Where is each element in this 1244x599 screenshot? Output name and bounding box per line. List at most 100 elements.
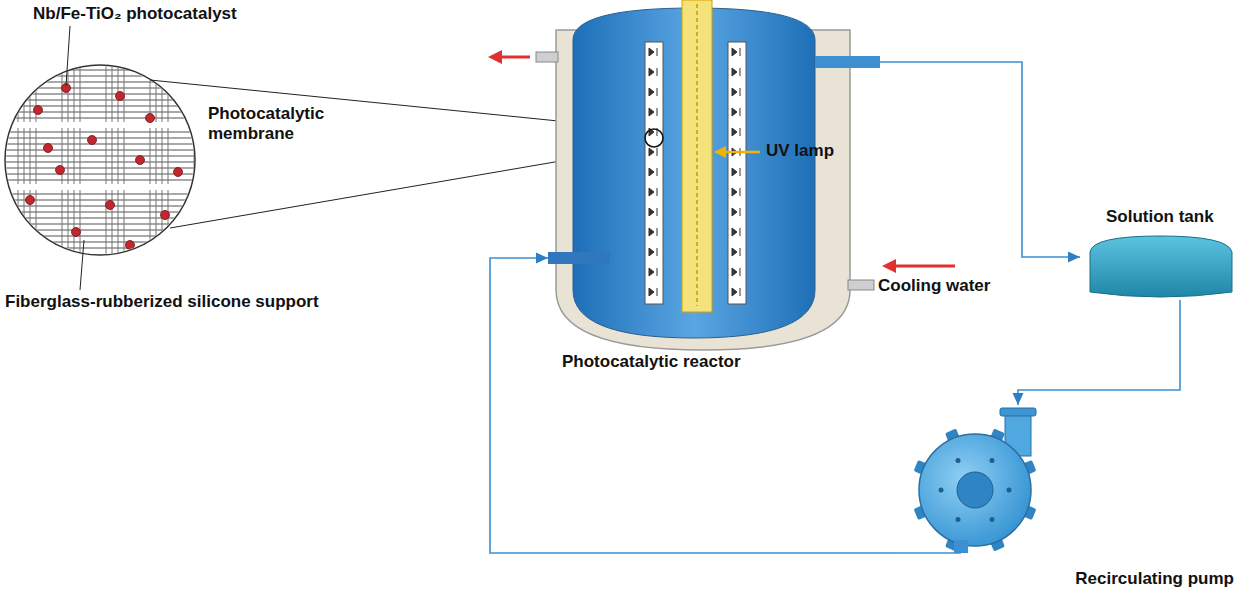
lamp-filament bbox=[696, 4, 697, 306]
fiber-line bbox=[200, 66, 201, 122]
flow-line bbox=[490, 258, 900, 553]
membrane-strip bbox=[728, 42, 746, 304]
fiber-line bbox=[0, 93, 200, 94]
flow-line bbox=[1018, 300, 1180, 405]
part-label: Photocatalytic membrane bbox=[208, 104, 336, 145]
fiber-line bbox=[0, 223, 200, 224]
pump-dot bbox=[990, 458, 995, 463]
fiber-line bbox=[18, 190, 19, 254]
catalyst-particle bbox=[136, 156, 145, 165]
part-label: UV lamp bbox=[766, 141, 834, 161]
solution-tank bbox=[1090, 236, 1232, 297]
membrane-mark bbox=[649, 268, 657, 276]
fiber-line bbox=[74, 128, 75, 184]
fiber-line bbox=[18, 66, 19, 122]
membrane-mark bbox=[649, 228, 657, 236]
fiber-line bbox=[30, 66, 31, 122]
catalyst-particle bbox=[146, 114, 155, 123]
fiber-line bbox=[106, 66, 107, 122]
fiber-line bbox=[118, 128, 119, 184]
cooling-outlet bbox=[536, 52, 558, 62]
fiber-line bbox=[68, 66, 69, 122]
cooling-flow-head bbox=[882, 259, 896, 273]
fiber-line bbox=[0, 235, 200, 236]
membrane-mark bbox=[649, 88, 657, 96]
arrow-head bbox=[536, 253, 548, 264]
fiber-line bbox=[162, 190, 163, 254]
part-label: Fiberglass-rubberized silicone support bbox=[5, 292, 319, 312]
catalyst-particle bbox=[116, 92, 125, 101]
fiber-line bbox=[106, 128, 107, 184]
tank-node: Solution tank bbox=[1080, 205, 1238, 300]
membrane-mark bbox=[732, 248, 740, 256]
fiber-line bbox=[0, 87, 200, 88]
membrane-mark bbox=[732, 208, 740, 216]
flow-pipe bbox=[1013, 300, 1181, 405]
arrow-head bbox=[1068, 252, 1080, 263]
membrane-mark bbox=[649, 188, 657, 196]
fiber-line bbox=[74, 66, 75, 122]
catalyst-particle bbox=[26, 196, 35, 205]
pump-node: Recirculating pump bbox=[900, 405, 1238, 595]
fiber-line bbox=[18, 128, 19, 184]
reactor-node: Photocatalytic reactor bbox=[548, 0, 880, 374]
membrane-mark bbox=[649, 68, 657, 76]
membrane-mark bbox=[649, 168, 657, 176]
lamp-pointer-head bbox=[714, 146, 726, 158]
fiber-line bbox=[112, 128, 113, 184]
lamp-pointer bbox=[722, 151, 760, 154]
membrane-mark bbox=[649, 208, 657, 216]
fiber-line bbox=[150, 190, 151, 254]
catalyst-particle bbox=[161, 211, 170, 220]
inlet-pipe bbox=[548, 252, 610, 264]
catalyst-particle bbox=[174, 168, 183, 177]
fiber-line bbox=[124, 190, 125, 254]
flow-pipe bbox=[880, 62, 1080, 263]
pump-dot bbox=[939, 488, 944, 493]
pump-dot bbox=[1007, 488, 1012, 493]
fiber-line bbox=[0, 229, 200, 230]
fiber-line bbox=[0, 241, 200, 242]
cooling-flow-arrow bbox=[500, 56, 530, 59]
zoom-mark bbox=[645, 129, 663, 147]
catalyst-particle bbox=[88, 136, 97, 145]
fiber-line bbox=[150, 128, 151, 184]
cooling-flow-head bbox=[488, 50, 502, 64]
fiber-line bbox=[62, 66, 63, 122]
fiber-line bbox=[156, 190, 157, 254]
fiber-line bbox=[24, 190, 25, 254]
fiber-line bbox=[36, 128, 37, 184]
cooling-flow-arrow bbox=[894, 265, 955, 268]
fiber-line bbox=[206, 128, 207, 184]
fiber-line bbox=[62, 128, 63, 184]
fiber-line bbox=[168, 128, 169, 184]
fiber-line bbox=[112, 190, 113, 254]
flow-pipe bbox=[490, 253, 900, 554]
catalyst-particle bbox=[72, 228, 81, 237]
fiber-line bbox=[200, 128, 201, 184]
fiber-line bbox=[24, 66, 25, 122]
outlet-pipe bbox=[815, 56, 880, 68]
fiber-line bbox=[156, 128, 157, 184]
fiber-line bbox=[68, 190, 69, 254]
pump-dot bbox=[956, 458, 961, 463]
fiber-line bbox=[74, 190, 75, 254]
membrane-mark bbox=[732, 48, 740, 56]
fiber-line bbox=[162, 128, 163, 184]
membrane-strip bbox=[645, 42, 663, 304]
node-label: Solution tank bbox=[1106, 207, 1214, 227]
fiber-line bbox=[162, 66, 163, 122]
catalyst-particle bbox=[34, 106, 43, 115]
membrane-mark bbox=[649, 288, 657, 296]
fiber-line bbox=[80, 190, 81, 254]
catalyst-particle bbox=[106, 201, 115, 210]
cooling-inlet bbox=[848, 280, 874, 290]
fiber-line bbox=[118, 190, 119, 254]
membrane-mark bbox=[732, 228, 740, 236]
pump-dot bbox=[956, 517, 961, 522]
fiber-line bbox=[36, 190, 37, 254]
membrane-mark bbox=[649, 248, 657, 256]
uv-lamp bbox=[682, 0, 712, 312]
membrane-mark bbox=[732, 188, 740, 196]
